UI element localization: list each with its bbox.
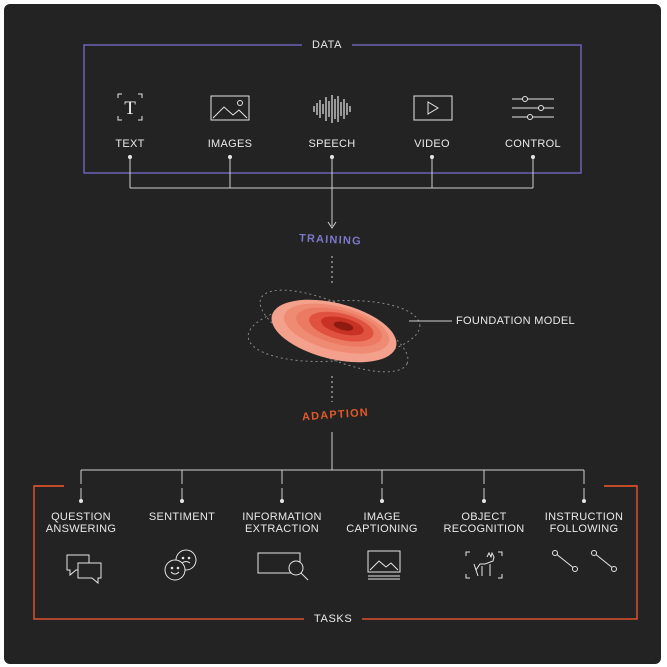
chat-bubbles-icon [66, 554, 102, 585]
task-question-answering-label: QUESTION ANSWERING [45, 511, 117, 535]
data-item-control-label: CONTROL [505, 138, 561, 150]
svg-text:T: T [124, 98, 136, 119]
task-connector-dots [79, 499, 586, 503]
data-item-images-label: IMAGES [207, 138, 253, 150]
diagram-graphics: T [33, 44, 638, 620]
data-frame [83, 44, 582, 174]
task-object-recognition-label: OBJECT RECOGNITION [443, 511, 525, 535]
task-image-captioning-label: IMAGE CAPTIONING [346, 511, 418, 535]
data-item-speech-label: SPEECH [308, 138, 356, 150]
sliders-icon [512, 96, 554, 120]
cat-recognition-icon [465, 551, 503, 579]
text-icon: T [117, 93, 143, 121]
data-frame-title: DATA [302, 38, 353, 52]
diagram-canvas: T [4, 4, 661, 664]
task-sentiment-label: SENTIMENT [148, 511, 216, 523]
image-icon [210, 95, 250, 121]
foundation-model-label: FOUNDATION MODEL [456, 315, 575, 327]
data-item-text-label: TEXT [115, 138, 145, 150]
magnifier-doc-icon [257, 552, 309, 581]
faces-icon [164, 549, 197, 581]
waveform-icon [313, 95, 351, 123]
captioned-image-icon [367, 550, 401, 580]
foundation-model-graphic [247, 289, 421, 373]
task-information-extraction-label: INFORMATION EXTRACTION [242, 511, 322, 535]
task-connector-lines [80, 432, 585, 501]
task-instruction-following-label: INSTRUCTION FOLLOWING [544, 511, 624, 535]
tasks-frame [33, 485, 638, 620]
data-connector-dots [128, 155, 535, 159]
training-arrow [327, 221, 337, 229]
path-nodes-icon [552, 550, 617, 572]
tasks-frame-title: TASKS [304, 612, 363, 626]
video-play-icon [413, 95, 453, 121]
data-item-video-label: VIDEO [414, 138, 450, 150]
data-connector-lines [129, 157, 534, 226]
